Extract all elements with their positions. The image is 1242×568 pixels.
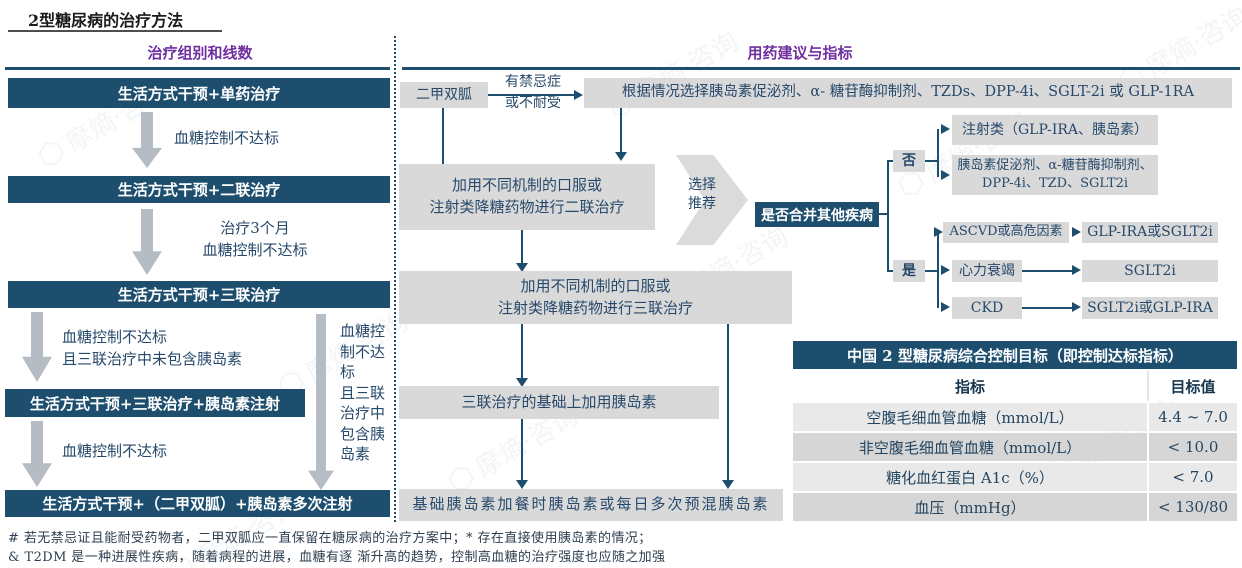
down-block-arrow-tall <box>308 314 334 490</box>
arrowhead-down-icon <box>516 263 528 272</box>
flow-box-add-insulin: 三联治疗的基础上加用胰岛素 <box>399 386 719 419</box>
arrowhead-right-icon <box>934 227 943 237</box>
connector-line <box>887 160 889 272</box>
arrowhead-right-icon <box>1072 227 1081 237</box>
connector-line <box>727 324 729 480</box>
down-block-arrow <box>132 112 162 168</box>
target-cell: < 130/80 <box>1147 493 1237 521</box>
arrow-label: 血糖控制不达标 且三联治疗中未包含胰岛素 <box>62 328 243 368</box>
right-column-header: 用药建议与指标 <box>747 44 853 62</box>
connector-line <box>879 213 889 215</box>
indicator-cell: 空腹毛细血管血糖（mmol/L） <box>866 408 1074 427</box>
control-target-table: 中国 2 型糖尿病综合控制目标（即控制达标指标） 指标 目标值 空腹毛细血管血糖… <box>793 341 1237 521</box>
connector-line <box>887 160 895 162</box>
footnote-line-1: # 若无禁忌证且能耐受药物者，二甲双胍应一直保留在糖尿病的治疗方案中；* 存在直… <box>8 531 652 546</box>
flow-box-dual-mechanism: 加用不同机制的口服或 注射类降糖药物进行二联治疗 <box>399 164 655 230</box>
indicator-cell: 血压（mmHg） <box>914 498 1026 517</box>
column-header-indicator: 指标 <box>954 377 985 396</box>
comorbidity-question-box: 是否合并其他疾病 <box>755 202 879 227</box>
arrowhead-down-icon <box>516 480 528 489</box>
arrowhead-right-icon <box>941 124 950 134</box>
target-cell: 4.4 ~ 7.0 <box>1147 403 1237 431</box>
arrowhead-right-icon <box>941 302 950 312</box>
left-column-header: 治疗组别和线数 <box>147 44 253 62</box>
right-header-rule <box>402 67 1240 70</box>
connector-line <box>925 160 939 162</box>
page-title: 2型糖尿病的治疗方法 <box>28 11 184 30</box>
drug-heart-failure-box: SGLT2i <box>1082 260 1218 282</box>
branch-no-box: 否 <box>893 150 925 172</box>
contraindication-label: 有禁忌症 或不耐受 <box>505 74 561 111</box>
condition-heart-failure-box: 心力衰竭 <box>952 260 1022 282</box>
arrow-label: 治疗3个月 血糖控制不达标 <box>202 219 308 259</box>
indicator-cell: 非空腹毛细血管血糖（mmol/L） <box>858 438 1082 457</box>
connector-line <box>620 108 622 152</box>
drug-ckd-box: SGLT2i或GLP-IRA <box>1082 297 1218 319</box>
flow-box-metformin: 二甲双胍 <box>400 82 488 108</box>
arrowhead-right-icon <box>574 90 583 100</box>
arrowhead-right-icon <box>941 265 950 275</box>
condition-ckd-box: CKD <box>952 297 1022 319</box>
down-block-arrow <box>22 421 52 487</box>
watermark-logo-icon: ⬡ <box>31 132 72 176</box>
arrowhead-down-icon <box>516 378 528 387</box>
title-underline <box>8 30 222 32</box>
no-option-oral-box: 胰岛素促泌剂、α-糖苷酶抑制剂、 DPP-4i、TZD、SGLT2i <box>952 155 1158 195</box>
table-row: 非空腹毛细血管血糖（mmol/L） < 10.0 <box>793 433 1237 461</box>
table-row: 血压（mmHg） < 130/80 <box>793 493 1237 521</box>
connector-line <box>521 419 523 480</box>
arrow-label: 血糖控制不达标 <box>62 442 168 460</box>
table-row: 糖化血红蛋白 A1c（%） < 7.0 <box>793 463 1237 491</box>
column-separator <box>394 36 396 522</box>
arrowhead-right-icon <box>941 170 950 180</box>
flow-box-dual-therapy: 生活方式干预+二联治疗 <box>8 176 390 203</box>
connector-line <box>937 232 939 308</box>
flow-box-basal-insulin: 基础胰岛素加餐时胰岛素或每日多次预混胰岛素 <box>399 489 783 521</box>
connector-line <box>1022 270 1072 272</box>
arrowhead-right-icon <box>1072 302 1081 312</box>
connector-line <box>937 129 939 177</box>
connector-line <box>442 108 444 164</box>
table-header-row: 指标 目标值 <box>793 371 1237 401</box>
flow-box-multiple-insulin: 生活方式干预+（二甲双胍）+胰岛素多次注射 <box>5 490 390 517</box>
arrowhead-right-icon <box>1072 265 1081 275</box>
connector-line <box>521 324 523 378</box>
drug-ascvd-box: GLP-IRA或SGLT2i <box>1082 222 1218 243</box>
connector-line <box>925 270 939 272</box>
target-cell: < 7.0 <box>1147 463 1237 491</box>
right-path-label: 血糖控制不达标 且三联治疗中包含胰岛素 <box>340 322 386 463</box>
column-header-target: 目标值 <box>1147 371 1237 401</box>
connector-line <box>887 270 895 272</box>
condition-ascvd-box: ASCVD或高危因素 <box>943 222 1069 243</box>
flow-box-triple-mechanism: 加用不同机制的口服或 注射类降糖药物进行三联治疗 <box>399 271 792 324</box>
connector-line <box>521 230 523 263</box>
arrow-label: 血糖控制不达标 <box>174 129 280 147</box>
down-block-arrow <box>132 209 162 275</box>
left-header-rule <box>5 67 390 70</box>
table-row: 空腹毛细血管血糖（mmol/L） 4.4 ~ 7.0 <box>793 403 1237 431</box>
down-block-arrow <box>22 312 52 382</box>
connector-line <box>488 94 576 96</box>
arrowhead-down-icon <box>615 152 627 161</box>
arrowhead-down-icon <box>722 480 734 489</box>
no-option-injection-box: 注射类（GLP-IRA、胰岛素） <box>952 115 1158 145</box>
watermark-text: 摩熵·咨询 <box>1141 1 1242 84</box>
flow-box-monotherapy: 生活方式干预+单药治疗 <box>8 78 390 108</box>
branch-yes-box: 是 <box>893 260 925 282</box>
table-title: 中国 2 型糖尿病综合控制目标（即控制达标指标） <box>793 341 1237 369</box>
footnote-line-2: & T2DM 是一种进展性疾病，随着病程的进展，血糖有逐 渐升高的趋势，控制高血… <box>8 550 666 565</box>
flow-box-alternative-drugs: 根据情况选择胰岛素促泌剂、α- 糖苷酶抑制剂、TZDs、DPP-4i、SGLT-… <box>584 78 1232 108</box>
flow-box-triple-plus-insulin: 生活方式干预+三联治疗+胰岛素注射 <box>5 389 305 417</box>
target-cell: < 10.0 <box>1147 433 1237 461</box>
flow-box-triple-therapy: 生活方式干预+三联治疗 <box>8 281 390 308</box>
connector-line <box>1022 307 1072 309</box>
recommend-label: 选择 推荐 <box>688 177 716 212</box>
indicator-cell: 糖化血红蛋白 A1c（%） <box>886 468 1054 487</box>
